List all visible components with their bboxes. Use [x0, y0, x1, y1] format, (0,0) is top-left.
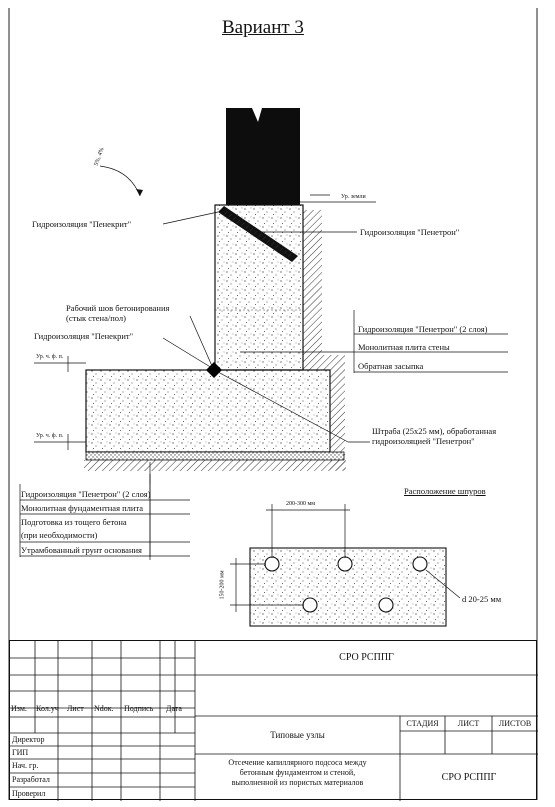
- left-legend-1: Гидроизоляция "Пенетрон" (2 слоя): [21, 489, 151, 499]
- leader-lines: [19, 194, 508, 560]
- left-legend-3: Подготовка из тощего бетона: [21, 517, 127, 527]
- label-floor-level-1: Ур. ч. ф. п.: [36, 354, 64, 360]
- col-list: Лист: [67, 704, 84, 713]
- drill-holes: [264, 556, 428, 613]
- backfill-hatch: [303, 210, 345, 470]
- label-penekrit-mid: Гидроизоляция "Пенекрит": [34, 331, 134, 341]
- dim-150-200: 150-200 мм: [219, 570, 226, 600]
- title-block: СРО РСППГ Изм. Кол.уч Лист Ndок. Подпись…: [9, 640, 538, 801]
- left-legend-5: Утрамбованный грунт основания: [21, 545, 142, 555]
- org-name-top: СРО РСППГ: [339, 652, 394, 663]
- desc-line-2: бетонным фундаментом и стеной,: [239, 768, 356, 777]
- col-ndok: Ndок.: [94, 704, 114, 713]
- label-floor-level-2: Ур. ч. ф. п.: [36, 433, 64, 439]
- right-legend-2: Монолитная плита стены: [358, 342, 450, 352]
- wall-porous: [226, 108, 300, 205]
- dim-200-300: 200-300 мм: [286, 501, 316, 507]
- label-shtraba-1: Штраба (25х25 мм), обработанная: [372, 426, 497, 436]
- role-gip: ГИП: [12, 748, 29, 757]
- desc-line-1: Отсечение капиллярного подсоса между: [228, 758, 367, 767]
- typical-nodes: Типовые узлы: [270, 730, 325, 740]
- role-director: Директор: [12, 735, 45, 744]
- page-title: Вариант 3: [222, 17, 304, 38]
- soil-hatch: [84, 460, 346, 471]
- left-legend-4: (при необходимости): [21, 530, 98, 540]
- role-developed: Разработал: [12, 775, 50, 784]
- label-work-joint: Рабочий шов бетонирования: [66, 303, 170, 313]
- desc-line-3: выполненной из пористых материалов: [231, 778, 364, 787]
- sheet-label: ЛИСТ: [457, 719, 480, 728]
- ground-level-label: Ур. земли: [341, 194, 366, 200]
- stage-label: СТАДИЯ: [406, 719, 439, 728]
- hole-dims: [230, 504, 461, 612]
- col-izm: Изм.: [11, 704, 27, 713]
- sheets-label: ЛИСТОВ: [498, 719, 532, 728]
- label-hole-diameter: d 20-25 мм: [462, 594, 502, 604]
- role-nach-gr: Нач. гр.: [12, 761, 39, 770]
- title-block-grid: [10, 641, 538, 801]
- right-legend-3: Обратная засыпка: [358, 361, 424, 371]
- col-podpis: Подпись: [124, 704, 154, 713]
- shtraba-joint: [206, 362, 222, 378]
- label-shtraba-2: гидроизоляцией "Пенетрон": [372, 436, 475, 446]
- col-kolvo: Кол.уч: [36, 704, 59, 713]
- col-data: Дата: [166, 704, 182, 713]
- label-hole-layout: Расположение шпуров: [404, 486, 486, 496]
- right-legend-1: Гидроизоляция "Пенетрон" (2 слоя): [358, 324, 488, 334]
- label-penekrit-top: Гидроизоляция "Пенекрит": [32, 219, 132, 229]
- org-name-bottom: СРО РСППГ: [441, 772, 497, 783]
- role-checked: Проверил: [12, 789, 46, 798]
- lean-concrete: [85, 451, 345, 461]
- foundation-slab: [85, 369, 331, 453]
- label-penetron-top: Гидроизоляция "Пенетрон": [360, 227, 460, 237]
- label-work-joint-2: (стык стена/пол): [66, 313, 126, 323]
- left-legend-2: Монолитная фундаментная плита: [21, 503, 144, 513]
